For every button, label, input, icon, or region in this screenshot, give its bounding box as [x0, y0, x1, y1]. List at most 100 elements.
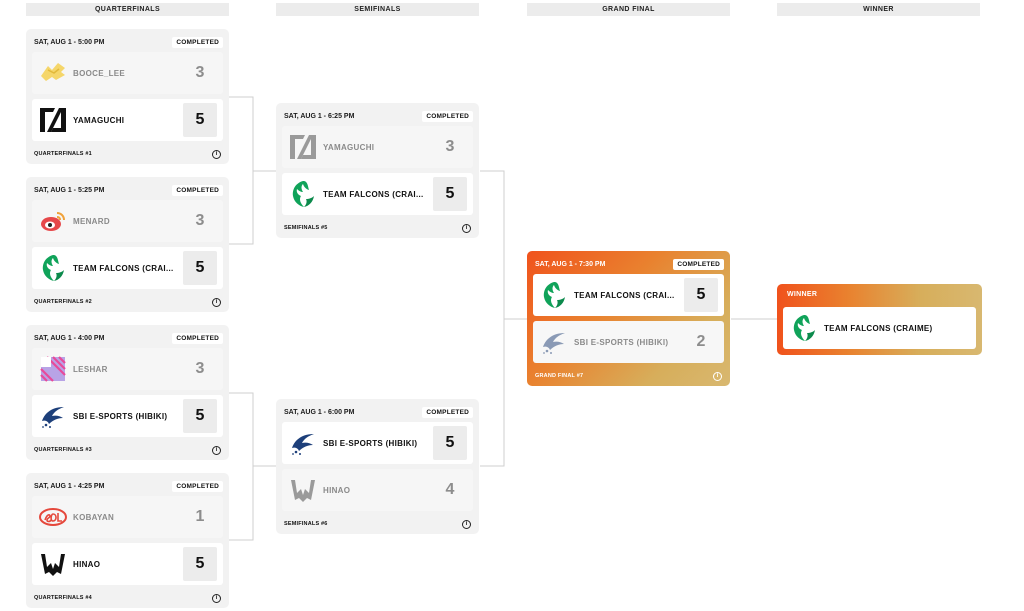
status-badge: COMPLETED [172, 332, 223, 344]
hinao-logo-icon [288, 475, 318, 505]
match-card-qf2[interactable]: SAT, AUG 1 - 5:25 PM COMPLETED MENARD 3 … [26, 177, 229, 312]
team-score: 3 [195, 64, 205, 81]
column-header-semifinals: SEMIFINALS [276, 3, 479, 16]
status-badge: COMPLETED [172, 184, 223, 196]
status-badge: COMPLETED [172, 480, 223, 492]
team-name: YAMAGUCHI [323, 142, 375, 152]
match-time: SAT, AUG 1 - 4:00 PM [34, 334, 105, 342]
kobayan-logo-icon [38, 502, 68, 532]
team-score: 5 [183, 399, 217, 433]
status-badge: COMPLETED [422, 406, 473, 418]
team-row[interactable]: TEAM FALCONS (CRAI... 5 [32, 247, 223, 289]
match-label: GRAND FINAL #7 [535, 373, 584, 379]
team-name: HINAO [73, 559, 101, 569]
team-name: KOBAYAN [73, 512, 115, 522]
match-label: QUARTERFINALS #1 [34, 151, 92, 157]
team-name: TEAM FALCONS (CRAI... [73, 263, 174, 273]
team-name: TEAM FALCONS (CRAI... [323, 189, 424, 199]
match-time: SAT, AUG 1 - 7:30 PM [535, 260, 606, 268]
team-row[interactable]: TEAM FALCONS (CRAI... 5 [282, 173, 473, 215]
team-score: 3 [195, 360, 205, 377]
match-card-qf3[interactable]: SAT, AUG 1 - 4:00 PM COMPLETED LESHAR 3 … [26, 325, 229, 460]
column-header-grand-final: GRAND FINAL [527, 3, 730, 16]
team-name: YAMAGUCHI [73, 115, 125, 125]
status-badge: COMPLETED [422, 110, 473, 122]
team-row[interactable]: MENARD 3 [32, 200, 223, 242]
info-icon[interactable]: i [212, 593, 221, 603]
column-header-winner: WINNER [777, 3, 980, 16]
winner-label: WINNER [787, 291, 818, 298]
team-score: 3 [445, 138, 455, 155]
team-score: 5 [183, 103, 217, 137]
match-time: SAT, AUG 1 - 4:25 PM [34, 482, 105, 490]
winner-team-row[interactable]: TEAM FALCONS (CRAIME) [783, 307, 976, 349]
column-header-quarterfinals: QUARTERFINALS [26, 3, 229, 16]
team-name: MENARD [73, 216, 110, 226]
sbi-esports-logo-icon [539, 327, 569, 357]
match-time: SAT, AUG 1 - 6:00 PM [284, 408, 355, 416]
team-name: BOOCE_LEE [73, 68, 126, 78]
match-card-qf4[interactable]: SAT, AUG 1 - 4:25 PM COMPLETED KOBAYAN 1… [26, 473, 229, 608]
match-card-qf1[interactable]: SAT, AUG 1 - 5:00 PM COMPLETED BOOCE_LEE… [26, 29, 229, 164]
team-score: 5 [433, 426, 467, 460]
menard-logo-icon [38, 206, 68, 236]
team-name: SBI E-SPORTS (HIBIKI) [574, 337, 669, 347]
status-badge: COMPLETED [673, 258, 724, 270]
team-score: 3 [195, 212, 205, 229]
team-row[interactable]: SBI E-SPORTS (HIBIKI) 5 [282, 422, 473, 464]
team-row[interactable]: BOOCE_LEE 3 [32, 52, 223, 94]
team-row[interactable]: SBI E-SPORTS (HIBIKI) 2 [533, 321, 724, 363]
sbi-esports-logo-icon [288, 428, 318, 458]
team-row[interactable]: TEAM FALCONS (CRAI... 5 [533, 274, 724, 316]
match-label: SEMIFINALS #5 [284, 225, 328, 231]
team-row[interactable]: YAMAGUCHI 3 [282, 126, 473, 168]
team-row[interactable]: YAMAGUCHI 5 [32, 99, 223, 141]
info-icon[interactable]: i [212, 445, 221, 455]
team-name: LESHAR [73, 364, 108, 374]
team-name: SBI E-SPORTS (HIBIKI) [73, 411, 168, 421]
team-falcons-logo-icon [539, 280, 569, 310]
team-name: SBI E-SPORTS (HIBIKI) [323, 438, 418, 448]
match-card-sf6[interactable]: SAT, AUG 1 - 6:00 PM COMPLETED SBI E-SPO… [276, 399, 479, 534]
match-label: QUARTERFINALS #4 [34, 595, 92, 601]
info-icon[interactable]: i [462, 519, 471, 529]
yamaguchi-logo-icon [38, 105, 68, 135]
team-score: 5 [433, 177, 467, 211]
team-falcons-logo-icon [789, 313, 819, 343]
booce-lee-logo-icon [38, 58, 68, 88]
winner-card[interactable]: WINNER TEAM FALCONS (CRAIME) [777, 284, 982, 355]
yamaguchi-logo-icon [288, 132, 318, 162]
leshar-logo-icon [38, 354, 68, 384]
match-label: QUARTERFINALS #3 [34, 447, 92, 453]
match-card-grand-final[interactable]: SAT, AUG 1 - 7:30 PM COMPLETED TEAM FALC… [527, 251, 730, 386]
team-score: 5 [684, 278, 718, 312]
team-name: HINAO [323, 485, 351, 495]
match-time: SAT, AUG 1 - 5:25 PM [34, 186, 105, 194]
match-time: SAT, AUG 1 - 5:00 PM [34, 38, 105, 46]
match-label: SEMIFINALS #6 [284, 521, 328, 527]
team-row[interactable]: HINAO 4 [282, 469, 473, 511]
sbi-esports-logo-icon [38, 401, 68, 431]
team-row[interactable]: LESHAR 3 [32, 348, 223, 390]
team-name: TEAM FALCONS (CRAIME) [824, 323, 933, 333]
team-name: TEAM FALCONS (CRAI... [574, 290, 675, 300]
team-row[interactable]: SBI E-SPORTS (HIBIKI) 5 [32, 395, 223, 437]
info-icon[interactable]: i [212, 297, 221, 307]
team-score: 1 [195, 508, 205, 525]
info-icon[interactable]: i [462, 223, 471, 233]
hinao-logo-icon [38, 549, 68, 579]
match-card-sf5[interactable]: SAT, AUG 1 - 6:25 PM COMPLETED YAMAGUCHI… [276, 103, 479, 238]
team-score: 5 [183, 547, 217, 581]
status-badge: COMPLETED [172, 36, 223, 48]
team-row[interactable]: HINAO 5 [32, 543, 223, 585]
match-label: QUARTERFINALS #2 [34, 299, 92, 305]
info-icon[interactable]: i [212, 149, 221, 159]
team-score: 5 [183, 251, 217, 285]
team-score: 2 [696, 333, 706, 350]
match-time: SAT, AUG 1 - 6:25 PM [284, 112, 355, 120]
team-row[interactable]: KOBAYAN 1 [32, 496, 223, 538]
info-icon[interactable]: i [713, 371, 722, 381]
team-score: 4 [445, 481, 455, 498]
team-falcons-logo-icon [38, 253, 68, 283]
team-falcons-logo-icon [288, 179, 318, 209]
